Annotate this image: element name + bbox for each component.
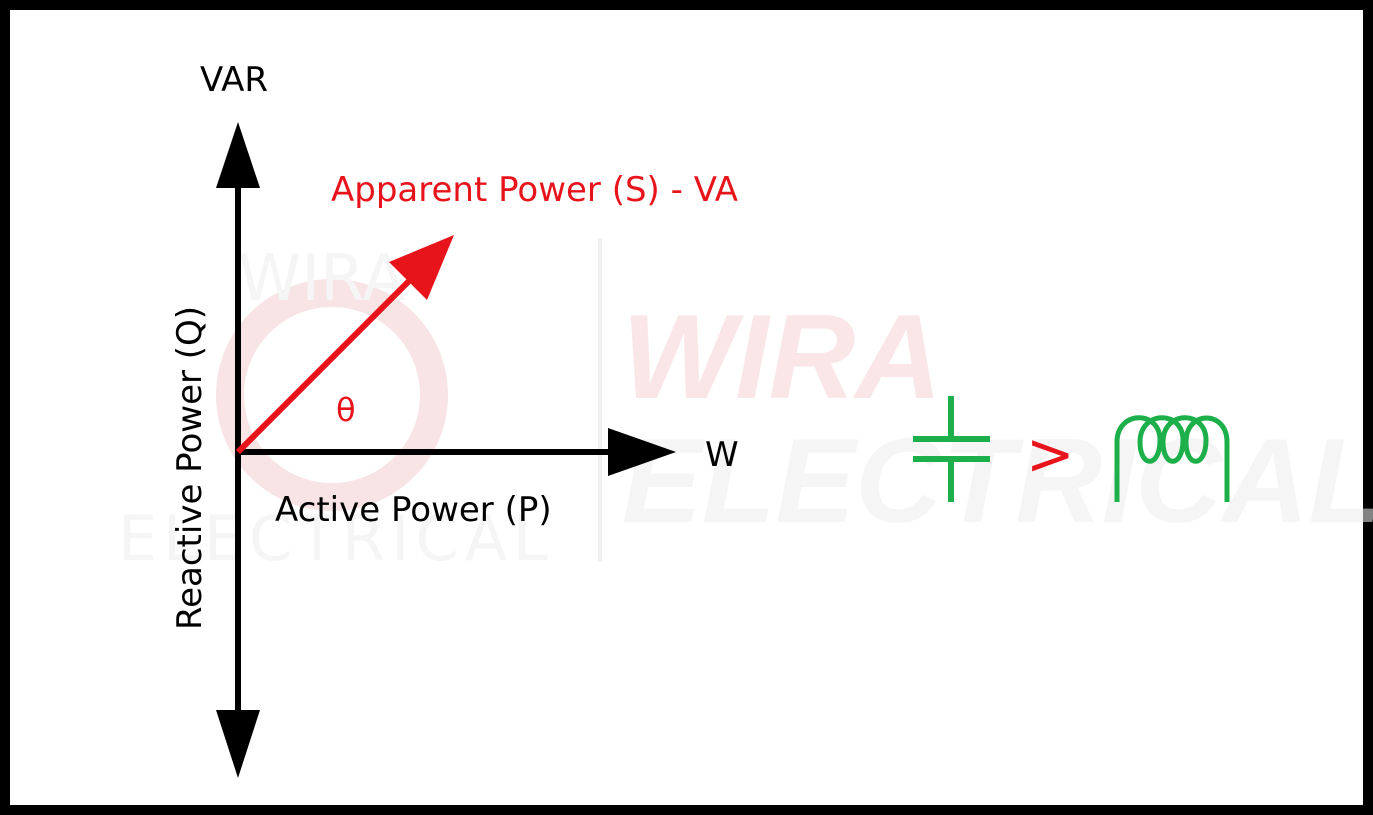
axis-arrow-down-icon xyxy=(216,710,260,778)
y-axis-unit-label: VAR xyxy=(200,60,268,100)
watermark-large-top: WIRA xyxy=(622,290,942,424)
x-axis-unit-label: W xyxy=(705,435,739,475)
reactive-power-label: Reactive Power (Q) xyxy=(170,306,210,630)
watermark-small-bottom: ELECTRICAL xyxy=(118,502,554,575)
horizontal-axis xyxy=(238,428,676,476)
inductor-icon xyxy=(1114,415,1230,502)
greater-than-symbol: > xyxy=(1026,420,1075,488)
angle-theta-label: θ xyxy=(336,391,356,429)
axis-arrow-up-icon xyxy=(216,122,260,188)
watermark-logo-ring xyxy=(216,279,448,511)
active-power-label: Active Power (P) xyxy=(275,490,552,530)
vector-arrowhead-icon xyxy=(389,235,454,300)
vertical-axis xyxy=(216,122,260,778)
watermark-large-bottom: ELECTRICAL xyxy=(622,414,1373,548)
watermark-small-top: WIRA xyxy=(238,242,406,316)
axis-arrow-right-icon xyxy=(608,428,676,476)
watermark: WIRA ELECTRICAL WIRA ELECTRICAL xyxy=(118,238,1373,575)
capacitor-icon xyxy=(913,396,990,502)
apparent-power-label: Apparent Power (S) - VA xyxy=(331,170,738,210)
apparent-power-vector xyxy=(235,235,454,455)
